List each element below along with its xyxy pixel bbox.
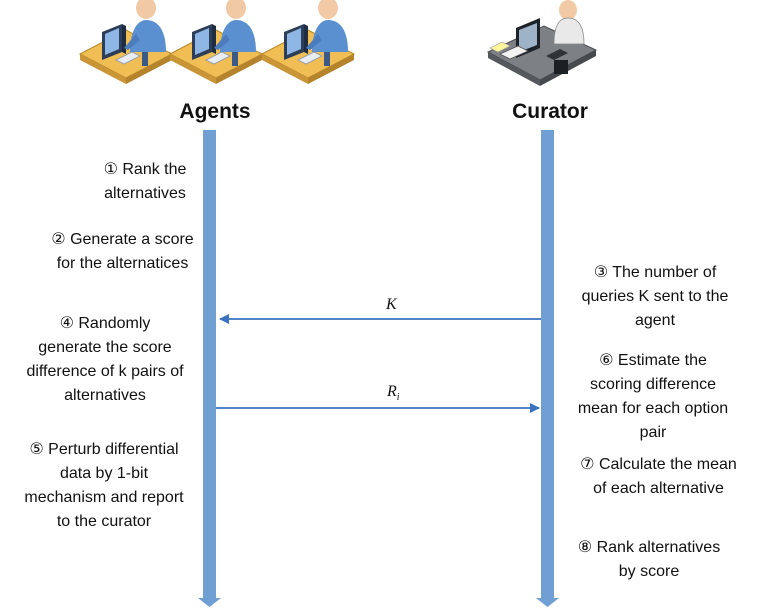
agent-computer-icon-1 xyxy=(79,0,173,85)
step-5-line-4: to the curator xyxy=(56,513,152,530)
curator-workstation-icon xyxy=(486,0,598,86)
step-1-text: ① Rank the alternatives xyxy=(40,158,250,206)
step-6-line-1: ⑥ Estimate the xyxy=(599,352,707,369)
curator-lifeline xyxy=(536,130,559,607)
agent-computer-icon-2 xyxy=(169,0,263,85)
step-4-line-4: alternatives xyxy=(64,387,146,404)
step-5-text: ⑤ Perturb differential data by 1-bit mec… xyxy=(0,438,208,534)
r-main: R xyxy=(387,383,397,400)
curator-label: Curator xyxy=(512,100,588,123)
step-3-line-1: ③ The number of xyxy=(593,264,717,281)
r-message-label: Ri xyxy=(387,383,400,403)
step-1-line-2: alternatives xyxy=(104,185,186,202)
step-1-line-1: ① Rank the xyxy=(103,161,187,178)
step-4-line-1: ④ Randomly xyxy=(59,315,151,332)
step-4-text: ④ Randomly generate the score difference… xyxy=(5,312,205,408)
step-7-text: ⑦ Calculate the mean of each alternative xyxy=(556,453,761,501)
step-5-line-3: mechanism and report xyxy=(24,489,184,506)
agents-lifeline xyxy=(198,130,221,607)
step-7-line-1: ⑦ Calculate the mean xyxy=(580,456,737,473)
step-8-text: ⑧ Rank alternatives by score xyxy=(549,536,749,584)
step-8-line-2: by score xyxy=(618,563,680,580)
k-message-label: K xyxy=(386,296,397,313)
step-4-line-2: generate the score xyxy=(38,339,172,356)
r-subscript: i xyxy=(396,392,400,404)
step-6-line-3: mean for each option xyxy=(577,400,729,417)
step-2-line-2: for the alternatices xyxy=(56,255,189,272)
step-4-line-3: difference of k pairs of xyxy=(26,363,184,380)
step-2-text: ② Generate a score for the alternatices xyxy=(10,228,235,276)
step-3-line-3: agent xyxy=(634,312,676,329)
step-5-line-2: data by 1-bit xyxy=(59,465,149,482)
step-6-line-2: scoring difference xyxy=(590,376,716,393)
step-2-line-1: ② Generate a score xyxy=(51,231,194,248)
step-3-text: ③ The number of queries K sent to the ag… xyxy=(555,261,755,333)
agent-computer-icon-3 xyxy=(261,0,355,85)
step-8-line-1: ⑧ Rank alternatives xyxy=(577,539,721,556)
step-5-line-1: ⑤ Perturb differential xyxy=(29,441,179,458)
step-6-text: ⑥ Estimate the scoring difference mean f… xyxy=(553,349,753,445)
step-6-line-4: pair xyxy=(639,424,667,441)
agents-label: Agents xyxy=(179,100,251,123)
step-3-line-2: queries K sent to the xyxy=(581,288,729,305)
step-7-line-2: of each alternative xyxy=(593,480,724,497)
